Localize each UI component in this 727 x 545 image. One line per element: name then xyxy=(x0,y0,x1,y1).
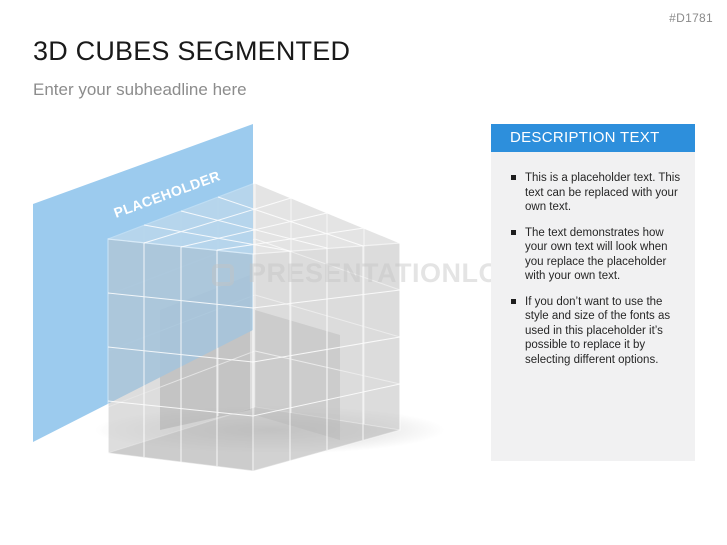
list-item: This is a placeholder text. This text ca… xyxy=(511,171,681,215)
cube-top xyxy=(107,182,401,255)
square-bullet-icon xyxy=(511,229,516,235)
square-bullet-icon xyxy=(511,175,516,180)
slide-id: #D1781 xyxy=(669,11,713,25)
segment-block-mid xyxy=(255,310,340,440)
list-item-text: If you don’t want to use the style and s… xyxy=(525,295,671,366)
square-bullet-icon xyxy=(511,298,516,304)
slide-subtitle: Enter your subheadline here xyxy=(33,80,247,99)
list-item-text: This is a placeholder text. This text ca… xyxy=(525,172,681,213)
watermark-logo-icon xyxy=(212,264,234,286)
description-panel: DESCRIPTION TEXT This is a placeholder t… xyxy=(491,124,695,461)
list-item-text: The text demonstrates how your own text … xyxy=(525,226,668,283)
list-item: The text demonstrates how your own text … xyxy=(511,226,681,284)
description-list: This is a placeholder text. This text ca… xyxy=(491,152,695,367)
description-heading: DESCRIPTION TEXT xyxy=(491,124,695,152)
watermark-text: PRESENTATIONLOAD xyxy=(248,258,541,288)
list-item: If you don’t want to use the style and s… xyxy=(511,295,681,368)
slide-title: 3D CUBES SEGMENTED xyxy=(33,36,351,66)
placeholder-plane xyxy=(33,124,253,442)
cube-front-grid xyxy=(107,196,401,466)
watermark: PRESENTATIONLOAD xyxy=(212,258,540,289)
cube-graphic: PLACEHOLDER xyxy=(0,110,480,490)
